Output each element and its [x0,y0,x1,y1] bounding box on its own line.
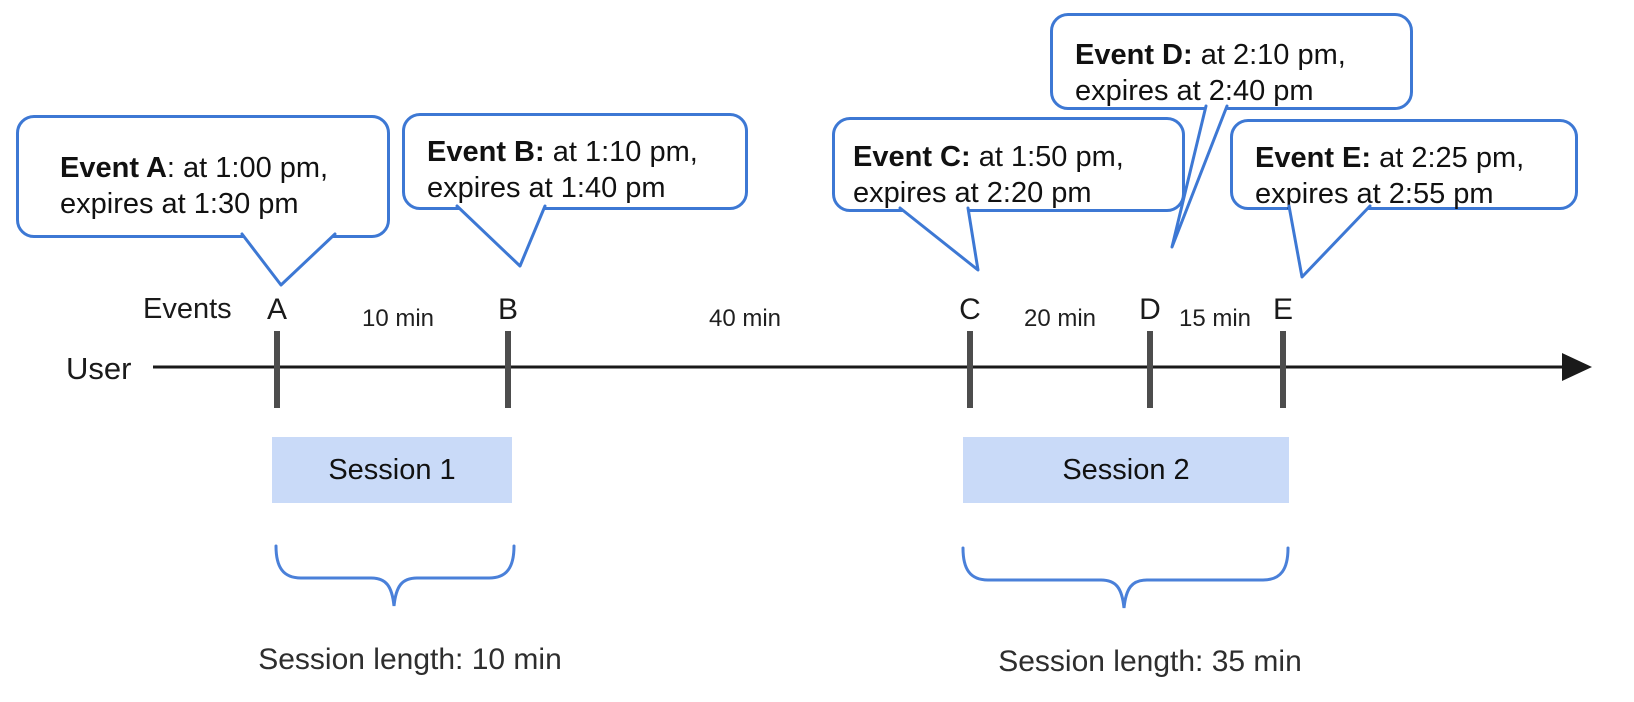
event-c-callout-title: Event C: [853,141,971,173]
event-e-callout-line2: expires at 2:55 pm [1255,178,1494,210]
event-b-callout-time: at 1:10 pm, [544,136,698,168]
session-1-brace [274,544,516,607]
event-a-callout-title: Event A [60,152,167,184]
event-b-callout-title: Event B: [427,136,545,168]
user-label: User [66,351,132,386]
event-a-callout-line2: expires at 1:30 pm [60,188,299,220]
session-2-brace [961,546,1290,609]
event-e-callout: Event E: at 2:25 pm, expires at 2:55 pm [1230,119,1578,210]
event-d-callout-time: at 2:10 pm, [1192,39,1346,71]
event-a-callout-tail [240,232,337,287]
event-e-callout-line1: Event E: at 2:25 pm, [1255,140,1575,176]
event-c-callout-line1: Event C: at 1:50 pm, [853,139,1182,175]
event-c-callout: Event C: at 1:50 pm, expires at 2:20 pm [832,117,1185,212]
events-label: Events [143,293,232,325]
event-b-callout-line2: expires at 1:40 pm [427,172,666,204]
event-d-callout-line1: Event D: at 2:10 pm, [1075,37,1410,73]
interval-label-b-c: 40 min [708,305,782,332]
event-d-callout-line2: expires at 2:40 pm [1075,75,1314,107]
event-b-callout: Event B: at 1:10 pm, expires at 1:40 pm [402,113,748,210]
interval-label-c-d: 20 min [1023,305,1097,332]
event-e-mark: E [1272,293,1294,326]
event-c-callout-tail [898,206,980,272]
event-c-callout-line2: expires at 2:20 pm [853,177,1092,209]
event-a-callout-time: : at 1:00 pm, [166,152,329,184]
session-1-box: Session 1 [272,437,512,503]
event-e-callout-tail [1287,204,1372,279]
event-a-mark: A [266,293,288,326]
event-e-callout-title: Event E: [1255,142,1372,174]
event-c-callout-time: at 1:50 pm, [970,141,1124,173]
event-d-callout: Event D: at 2:10 pm, expires at 2:40 pm [1050,13,1413,110]
event-d-mark: D [1139,293,1161,326]
event-b-callout-tail [455,204,547,268]
interval-label-a-b: 10 min [361,305,435,332]
timeline-arrowhead-icon [1562,353,1592,381]
event-b-mark: B [497,293,519,326]
event-d-callout-title: Event D: [1075,39,1193,71]
session-2-length-label: Session length: 35 min [998,645,1302,678]
session-1-length-label: Session length: 10 min [258,643,562,676]
interval-label-d-e: 15 min [1178,305,1252,332]
event-b-callout-line1: Event B: at 1:10 pm, [427,134,745,170]
event-a-callout: Event A: at 1:00 pm, expires at 1:30 pm [16,115,390,238]
session-2-box: Session 2 [963,437,1289,503]
session-1-label: Session 1 [328,453,456,486]
session-2-label: Session 2 [1062,453,1190,486]
event-c-mark: C [959,293,981,326]
event-a-callout-line1: Event A: at 1:00 pm, [60,150,387,186]
event-e-callout-time: at 2:25 pm, [1371,142,1525,174]
